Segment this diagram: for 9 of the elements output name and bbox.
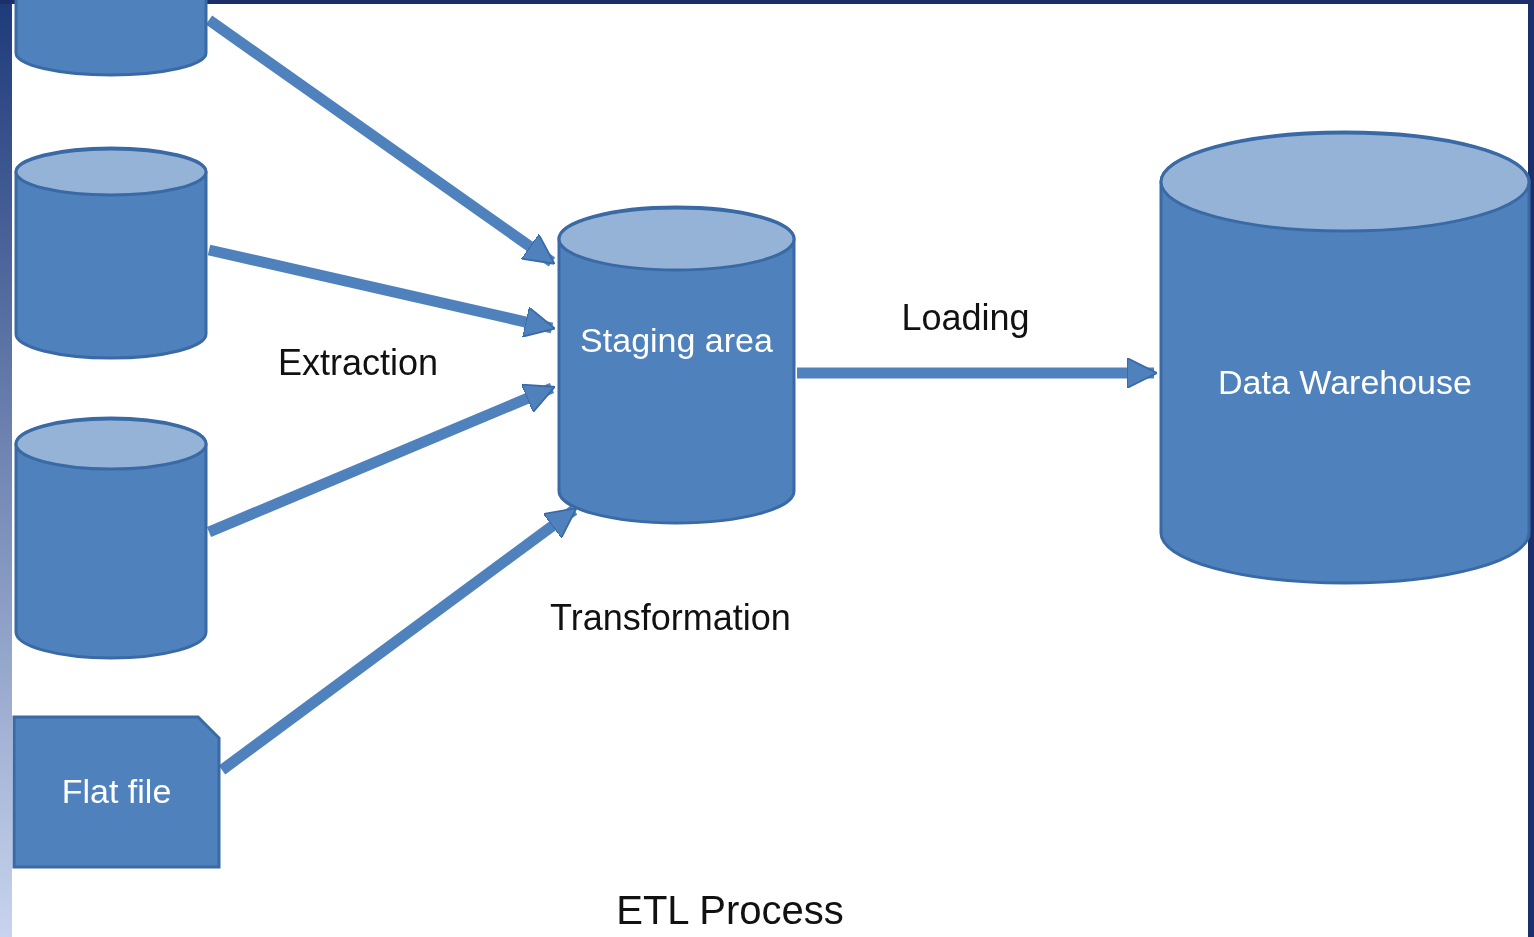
arrow [206, 382, 556, 538]
arrow [207, 244, 556, 338]
node-label: Flat file [60, 771, 173, 812]
stage-label: Transformation [550, 597, 791, 639]
stage-label: Extraction [278, 342, 439, 384]
diagram-title: ETL Process [615, 888, 845, 933]
node-label: Data Warehouse [1217, 361, 1473, 403]
node-label: Staging area [579, 320, 774, 361]
arrow [797, 357, 1158, 389]
